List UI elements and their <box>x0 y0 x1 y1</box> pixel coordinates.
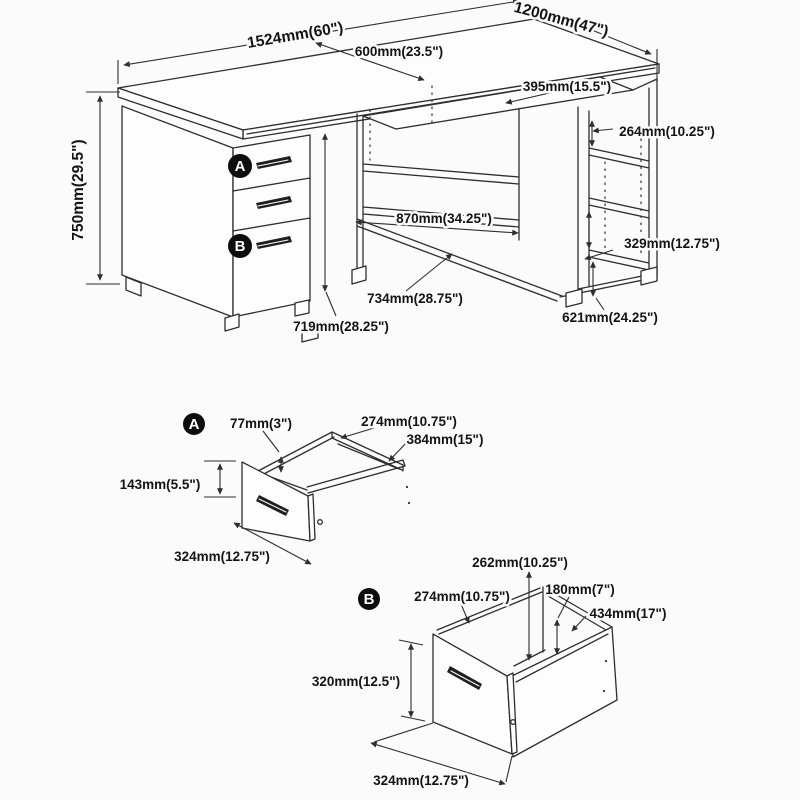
drawer-b-badge-label: B <box>235 238 246 255</box>
dim-front-rail: 734mm(28.75") <box>367 291 463 306</box>
dim-bookcase-width: 621mm(24.25") <box>562 310 658 325</box>
drawer-a-box-rims <box>245 431 406 494</box>
dim-desk-length: 1524mm(60") <box>246 19 344 52</box>
screw-dot <box>407 501 411 505</box>
dim-lower-shelf-opening: 329mm(12.75") <box>624 236 720 251</box>
b-front-height-ticks <box>398 639 426 722</box>
a-inner-depth-leader <box>340 427 375 440</box>
pedestal-depth-leader <box>325 291 337 317</box>
drawer-a-panel-edge <box>307 493 316 542</box>
front-rail-leader <box>405 253 453 292</box>
dim-upper-shelf-opening: 264mm(10.25") <box>619 124 715 139</box>
drawer-a-line-art <box>241 431 411 542</box>
a-outer-depth-dim-line <box>233 522 312 565</box>
dim-b-inner-height: 262mm(10.25") <box>472 555 568 570</box>
drawer-a-handle-highlight <box>258 498 287 513</box>
dim-a-front-height: 143mm(5.5") <box>120 477 201 492</box>
a-inner-width-leader <box>388 441 408 462</box>
main-dimension-lines <box>86 0 658 317</box>
desk-foot <box>565 288 583 308</box>
screw-dot <box>604 659 608 663</box>
drawer-b-box-rims <box>436 586 613 667</box>
drawer-a-front-panel <box>241 461 311 542</box>
dim-desk-depth: 600mm(23.5") <box>355 44 443 59</box>
b-outer-depth-ext-lines <box>373 722 513 783</box>
length-dim-line <box>123 0 520 68</box>
drawer-separators <box>232 177 311 232</box>
dim-pedestal-depth: 719mm(28.25") <box>293 319 389 334</box>
drawer-b-line-art <box>432 586 618 758</box>
drawer-a-view-badge <box>183 413 205 435</box>
drawer-a-dimension-lines <box>204 427 408 565</box>
desk-foot <box>224 313 240 332</box>
screw-dot <box>602 689 606 693</box>
drawer-b-front-panel <box>432 633 513 755</box>
drawer-b-labels: 262mm(10.25") 274mm(10.75") 180mm(7") 43… <box>309 553 669 791</box>
drawer-a-labels: 77mm(3") 274mm(10.75") 384mm(15") 143mm(… <box>117 412 486 567</box>
drawer-b-cam-hole <box>510 719 516 725</box>
a-front-height-ticks <box>204 460 236 498</box>
drawer-b-panel-edge <box>506 672 518 755</box>
upper-opening-leader <box>592 127 614 134</box>
depth-dim-line <box>315 42 425 81</box>
b-inner-width-leader <box>571 615 587 632</box>
dim-a-side-height: 77mm(3") <box>230 416 292 431</box>
dim-middle-shelf-width: 870mm(34.25") <box>396 211 492 226</box>
drawer-b-dimension-lines <box>370 571 587 786</box>
drawer-b-handle-highlight <box>450 670 480 687</box>
screw-dot <box>405 485 409 489</box>
drawer-b-right-panel <box>511 626 618 758</box>
dim-b-inner-width: 434mm(17") <box>590 606 667 621</box>
desk-foot <box>294 299 310 317</box>
dim-b-outer-depth: 324mm(12.75") <box>373 773 469 788</box>
dim-a-inner-width: 384mm(15") <box>407 432 484 447</box>
lower-opening-leader <box>584 249 614 261</box>
dim-return-top-depth: 395mm(15.5") <box>523 79 611 94</box>
pedestal-drawer-face <box>232 134 311 318</box>
drawer-a-badge <box>228 154 252 178</box>
dim-a-inner-depth: 274mm(10.75") <box>361 414 457 429</box>
drawer-b-right-panel-inner <box>515 633 609 683</box>
return-dim-line <box>539 8 652 55</box>
right-bookcase <box>559 78 658 298</box>
desk-foot <box>640 266 658 286</box>
desk-foot <box>301 322 319 343</box>
b-rail-leader <box>557 596 570 619</box>
drawer-a-cam-hole <box>317 519 323 525</box>
drawer-b-view-badge <box>358 588 380 610</box>
middle-shelf-unit <box>356 108 563 302</box>
dim-b-front-height: 320mm(12.5") <box>312 674 400 689</box>
drawer-b-view-badge-label: B <box>364 591 375 608</box>
desk-foot <box>351 265 367 285</box>
handle-highlight <box>257 159 289 247</box>
b-outer-depth-dim-line <box>370 741 506 786</box>
bookcase-leader <box>595 297 605 311</box>
a-side-height-leader <box>262 430 280 453</box>
dim-b-hanging-rail-height: 180mm(7") <box>545 582 614 597</box>
height-extension-ticks <box>86 91 120 285</box>
main-desk-line-art <box>117 18 660 343</box>
drawer-a-view-badge-label: A <box>189 416 200 433</box>
dim-desk-height: 750mm(29.5") <box>70 139 87 240</box>
dim-a-outer-depth: 324mm(12.75") <box>174 549 270 564</box>
desktop-left-edge <box>117 87 244 140</box>
shelf-width-dim-line <box>355 219 519 236</box>
dim-b-inner-depth: 274mm(10.75") <box>414 589 510 604</box>
desk-foot <box>125 276 142 297</box>
b-inner-depth-leader <box>460 603 470 624</box>
return-depth-dim-line <box>505 83 585 105</box>
drawer-b-badge <box>228 234 252 258</box>
drawer-a-badge-label: A <box>235 158 246 175</box>
